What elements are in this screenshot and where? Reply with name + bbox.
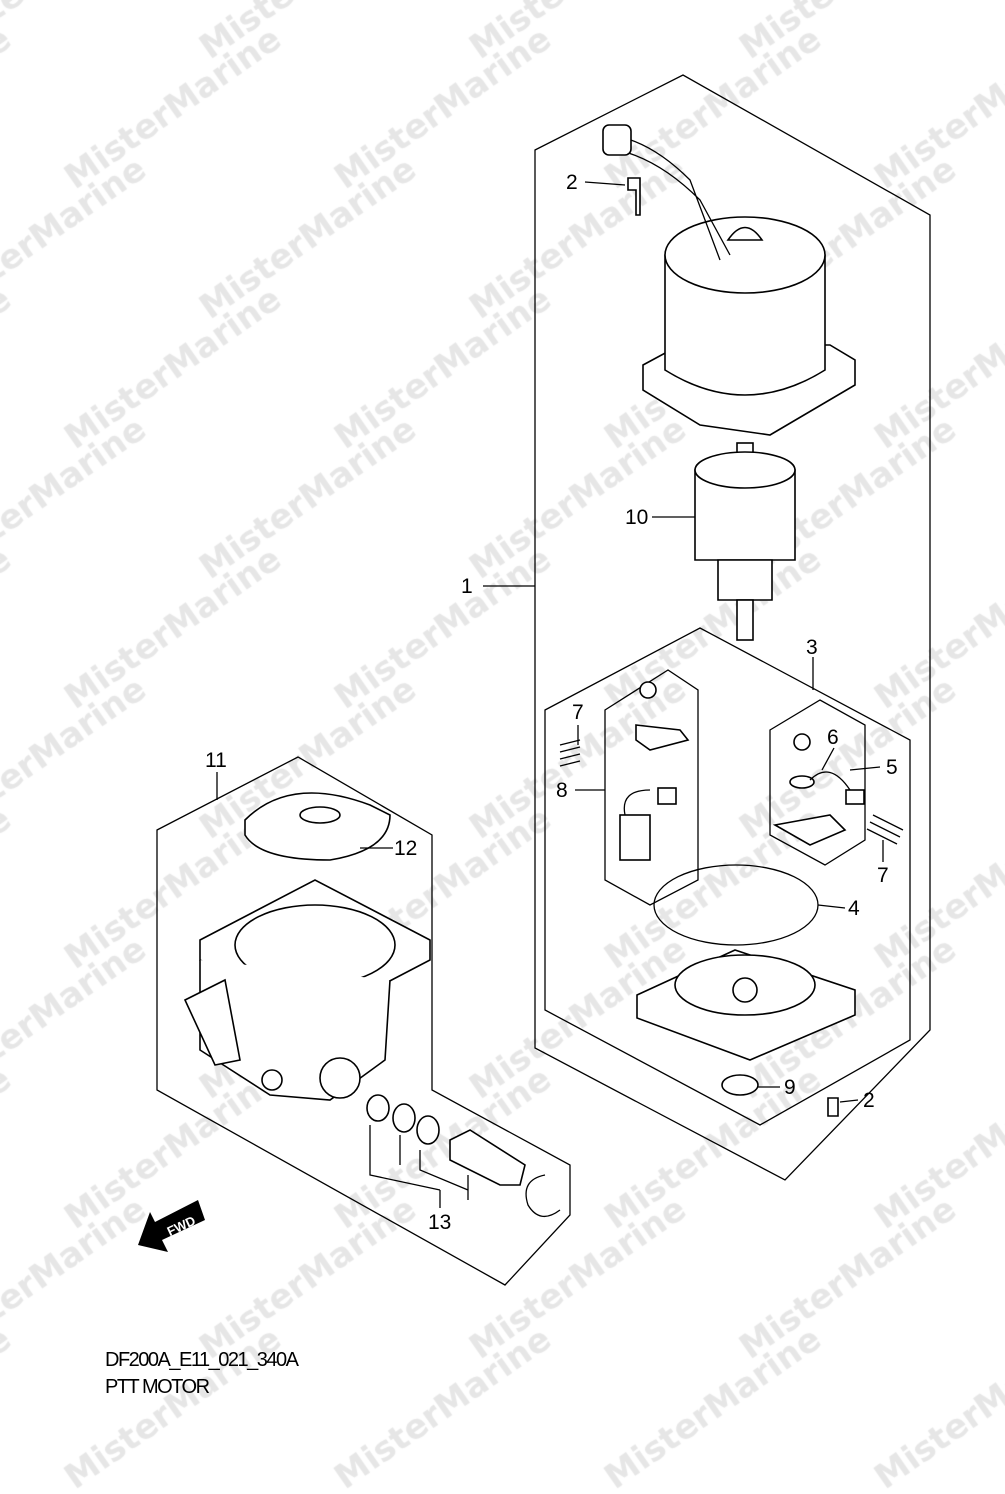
callout-7-right: 7 [877,864,889,887]
callout-3: 3 [806,636,818,659]
callout-6: 6 [827,726,839,749]
brush-box-5 [769,699,866,866]
diagram-title: PTT MOTOR [105,1376,210,1398]
motor-housing [602,124,856,436]
screw-bottom [827,1097,839,1117]
callout-11: 11 [205,749,227,772]
diagram-code: DF200A_E11_021_340A [105,1349,299,1371]
assembly-box-3 [544,627,911,1126]
leader-lines [216,181,884,1208]
callout-12: 12 [394,837,417,860]
valve-parts [366,1094,561,1217]
fwd-arrow: FWD [138,1200,205,1252]
callout-5: 5 [886,756,898,779]
callout-1: 1 [461,575,473,598]
end-plate [636,949,856,1061]
assembly-box-11 [156,756,571,1286]
callout-10: 10 [625,506,648,529]
callout-2-top: 2 [566,171,578,194]
callout-13: 13 [428,1211,451,1234]
o-ring [653,864,819,946]
brush-box-8 [604,669,699,906]
pump-body [183,792,431,1101]
callout-8: 8 [556,779,568,802]
armature [694,442,796,641]
bushing [721,1074,759,1096]
brush-holder-parts [559,681,904,861]
callout-4: 4 [848,897,860,920]
callout-9: 9 [784,1076,796,1099]
assembly-box-1 [534,74,931,1181]
callout-7-left: 7 [572,701,584,724]
callout-2-bottom: 2 [863,1089,875,1112]
